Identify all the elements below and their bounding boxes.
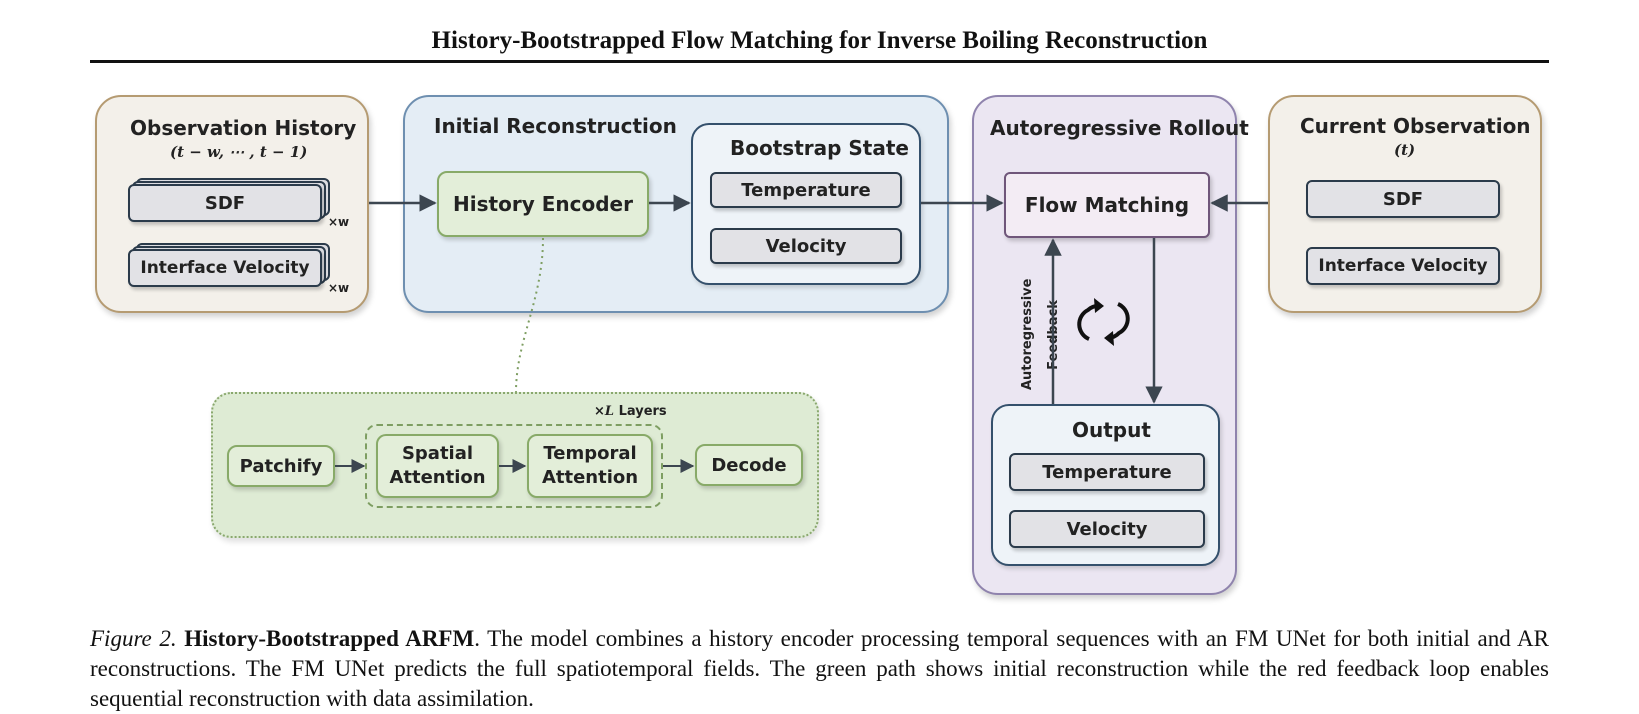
repeated-layers-box: [365, 424, 663, 508]
bootstrap-velocity-box: Velocity: [710, 228, 902, 264]
flow-matching-box: Flow Matching: [1004, 172, 1210, 238]
layers-suffix: Layers: [614, 404, 667, 419]
layers-count-label: ×L Layers: [594, 404, 667, 419]
layers-variable: L: [604, 404, 615, 419]
patchify-box: Patchify: [227, 445, 335, 487]
encoder-detail-connector: [515, 237, 544, 393]
connector-arrows: [335, 194, 1268, 473]
history-encoder-box: History Encoder: [437, 171, 649, 237]
spatial-attention-line1: Spatial: [401, 443, 474, 464]
current-interface-velocity-box: Interface Velocity: [1306, 247, 1500, 285]
spatial-attention-box: Spatial Attention: [376, 434, 499, 498]
caption-label: Figure 2.: [90, 626, 177, 651]
current-sdf-box: SDF: [1306, 180, 1500, 218]
history-velocity-multiplier: ×w: [328, 281, 350, 295]
autoregressive-rollout-title: Autoregressive Rollout: [990, 116, 1249, 140]
output-title: Output: [1072, 418, 1151, 442]
temporal-attention-line1: Temporal: [543, 443, 637, 464]
spatial-attention-line2: Attention: [389, 467, 486, 488]
temporal-attention-box: Temporal Attention: [527, 434, 653, 498]
bootstrap-temperature-box: Temperature: [710, 172, 902, 208]
figure-title: History-Bootstrapped Flow Matching for I…: [431, 27, 1208, 54]
initial-reconstruction-title: Initial Reconstruction: [434, 114, 677, 138]
history-sdf-box: SDF: [128, 184, 322, 222]
caption-bold: History-Bootstrapped ARFM: [184, 626, 475, 651]
decode-box: Decode: [695, 444, 803, 486]
current-observation-subtitle: (t): [1394, 141, 1416, 159]
refresh-icon: [1077, 298, 1130, 346]
observation-history-subtitle: (t − w, ⋯ , t − 1): [170, 143, 308, 161]
observation-history-title: Observation History: [130, 116, 357, 140]
current-observation-title: Current Observation: [1300, 114, 1531, 138]
layers-prefix: ×: [594, 404, 605, 419]
history-interface-velocity-box: Interface Velocity: [128, 249, 322, 287]
output-temperature-box: Temperature: [1009, 453, 1205, 491]
figure-caption: Figure 2. History-Bootstrapped ARFM. The…: [90, 624, 1549, 714]
output-velocity-box: Velocity: [1009, 510, 1205, 548]
bootstrap-state-title: Bootstrap State: [730, 136, 909, 160]
history-sdf-multiplier: ×w: [328, 215, 350, 229]
title-rule: [90, 60, 1549, 63]
temporal-attention-line2: Attention: [541, 467, 639, 488]
